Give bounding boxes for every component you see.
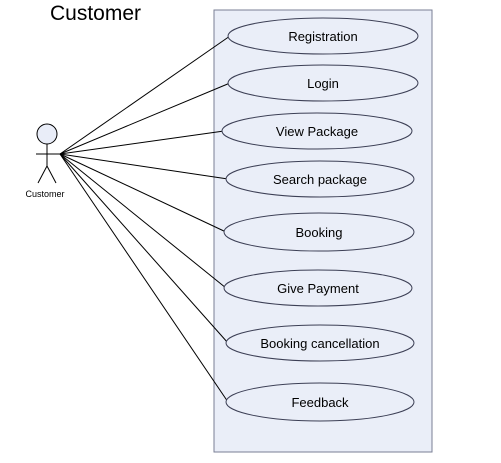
use-case-login[interactable]: Login	[227, 64, 419, 102]
use-case-registration[interactable]: Registration	[227, 17, 419, 55]
diagram-title: Customer	[50, 2, 141, 25]
use-case-booking-cancellation[interactable]: Booking cancellation	[225, 324, 415, 362]
actor-customer[interactable]: Customer	[25, 123, 65, 199]
association-line-login	[59, 82, 231, 155]
use-case-feedback[interactable]: Feedback	[225, 382, 415, 422]
actor-right-leg	[46, 165, 57, 184]
association-line-feedback	[59, 153, 229, 403]
use-case-booking[interactable]: Booking	[223, 212, 415, 252]
actor-left-leg	[37, 165, 48, 184]
use-case-search-package[interactable]: Search package	[225, 160, 415, 198]
association-lines	[59, 35, 231, 403]
use-case-ellipse[interactable]	[223, 269, 413, 307]
use-case-label: Booking cancellation	[260, 336, 379, 351]
association-line-search-package	[59, 153, 229, 180]
association-line-give-payment	[59, 153, 227, 289]
use-case-give-payment[interactable]: Give Payment	[223, 269, 413, 307]
use-case-label: Search package	[273, 172, 367, 187]
use-case-label: Feedback	[291, 395, 349, 410]
use-case-label: View Package	[276, 124, 358, 139]
association-line-registration	[59, 35, 231, 155]
use-case-ellipse[interactable]	[227, 17, 419, 55]
use-case-ellipse[interactable]	[225, 324, 415, 362]
use-case-label: Login	[307, 76, 339, 91]
association-line-booking-cancellation	[59, 153, 229, 344]
association-line-view-package	[59, 130, 225, 155]
use-case-ellipse[interactable]	[225, 160, 415, 198]
use-case-ellipse[interactable]	[223, 212, 415, 252]
use-case-label: Give Payment	[277, 281, 359, 296]
use-case-ellipse[interactable]	[221, 112, 413, 150]
use-case-label: Booking	[296, 225, 343, 240]
actor-label: Customer	[25, 189, 64, 199]
actor-head	[36, 123, 58, 145]
association-line-booking	[59, 153, 227, 233]
use-case-ellipse[interactable]	[225, 382, 415, 422]
use-case-ellipse[interactable]	[227, 64, 419, 102]
use-case-label: Registration	[288, 29, 357, 44]
use-case-view-package[interactable]: View Package	[221, 112, 413, 150]
